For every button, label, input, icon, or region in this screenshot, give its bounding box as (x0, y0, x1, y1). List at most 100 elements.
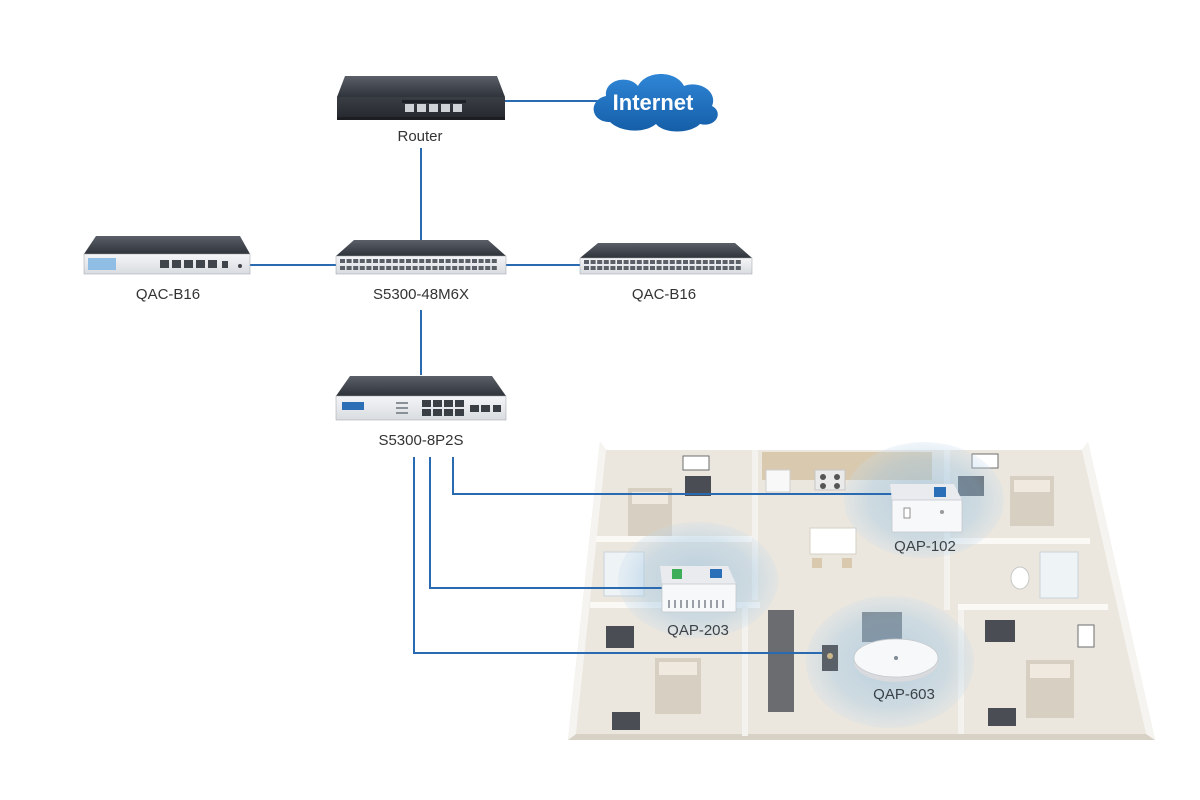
port-icon (452, 266, 458, 270)
port-icon (650, 260, 655, 264)
ap-603-label: QAP-603 (873, 686, 935, 703)
port-icon (676, 260, 682, 264)
port-icon (458, 259, 464, 263)
port-icon (669, 266, 675, 270)
port-icon (584, 260, 589, 264)
port-icon (366, 259, 372, 263)
port-icon (729, 260, 735, 264)
port-icon (425, 266, 431, 270)
port-icon (696, 260, 702, 264)
links (250, 100, 905, 654)
internet-cloud-icon (593, 74, 718, 132)
port-icon (373, 266, 378, 270)
port-icon (353, 259, 359, 263)
port-icon (399, 266, 405, 270)
port-icon (340, 266, 345, 270)
port-icon (359, 259, 365, 263)
port-icon (584, 266, 589, 270)
port-icon (373, 259, 378, 263)
port-icon (617, 260, 622, 264)
port-icon (419, 259, 425, 263)
port-icon (643, 260, 649, 264)
port-icon (590, 266, 596, 270)
controller-right-label: QAC-B16 (631, 286, 697, 303)
port-icon (379, 266, 385, 270)
port-icon (617, 266, 622, 270)
core-switch-label: S5300-48M6X (373, 286, 469, 303)
link-access-switch-ap-203 (429, 457, 665, 589)
port-icon (399, 259, 405, 263)
port-icon (623, 266, 629, 270)
ap-203-label: QAP-203 (667, 622, 729, 639)
port-icon (359, 266, 365, 270)
port-icon (663, 266, 669, 270)
port-icon (472, 259, 477, 263)
port-icon (491, 259, 497, 263)
port-icon (735, 260, 741, 264)
port-icon (406, 259, 411, 263)
controller-left-device (83, 236, 251, 275)
ap-603-device (853, 638, 939, 682)
port-icon (716, 266, 721, 270)
port-icon (478, 259, 484, 263)
port-icon (590, 260, 596, 264)
port-icon (491, 266, 497, 270)
port-icon (597, 260, 603, 264)
port-icon (636, 260, 642, 264)
port-icon (623, 260, 629, 264)
port-icon (729, 266, 735, 270)
ap-102-device (890, 484, 963, 533)
port-icon (346, 266, 352, 270)
port-icon (485, 266, 491, 270)
port-icon (716, 260, 721, 264)
port-icon (702, 260, 708, 264)
port-icon (722, 266, 728, 270)
port-icon (636, 266, 642, 270)
access-switch-device (335, 376, 507, 421)
port-icon (432, 259, 438, 263)
ap-203-device (660, 566, 737, 613)
port-icon (386, 266, 392, 270)
port-icon (709, 260, 715, 264)
port-icon (722, 260, 728, 264)
port-icon (412, 266, 418, 270)
port-icon (458, 266, 464, 270)
port-icon (656, 266, 662, 270)
port-icon (597, 266, 603, 270)
port-icon (676, 266, 682, 270)
port-icon (485, 259, 491, 263)
port-icon (610, 266, 616, 270)
port-icon (603, 266, 609, 270)
port-icon (340, 259, 345, 263)
port-icon (610, 260, 616, 264)
port-icon (392, 266, 398, 270)
port-icon (663, 260, 669, 264)
link-access-switch-ap-603 (413, 457, 830, 654)
ap-102-label: QAP-102 (894, 538, 956, 555)
router-device (337, 76, 505, 120)
port-icon (386, 259, 392, 263)
port-icon (735, 266, 741, 270)
port-icon (419, 266, 425, 270)
access-switch-label: S5300-8P2S (378, 432, 464, 449)
port-icon (406, 266, 411, 270)
port-icon (683, 260, 688, 264)
port-icon (630, 260, 636, 264)
port-icon (709, 266, 715, 270)
port-icon (689, 260, 695, 264)
bed (655, 658, 701, 714)
port-icon (465, 259, 471, 263)
port-icon (669, 260, 675, 264)
port-icon (630, 266, 636, 270)
port-icon (392, 259, 398, 263)
port-icon (412, 259, 418, 263)
port-icon (353, 266, 359, 270)
bed (1026, 660, 1074, 718)
internet-label: Internet (613, 90, 694, 115)
port-icon (439, 259, 444, 263)
controller-left-label: QAC-B16 (135, 286, 201, 303)
port-icon (643, 266, 649, 270)
port-icon (452, 259, 458, 263)
